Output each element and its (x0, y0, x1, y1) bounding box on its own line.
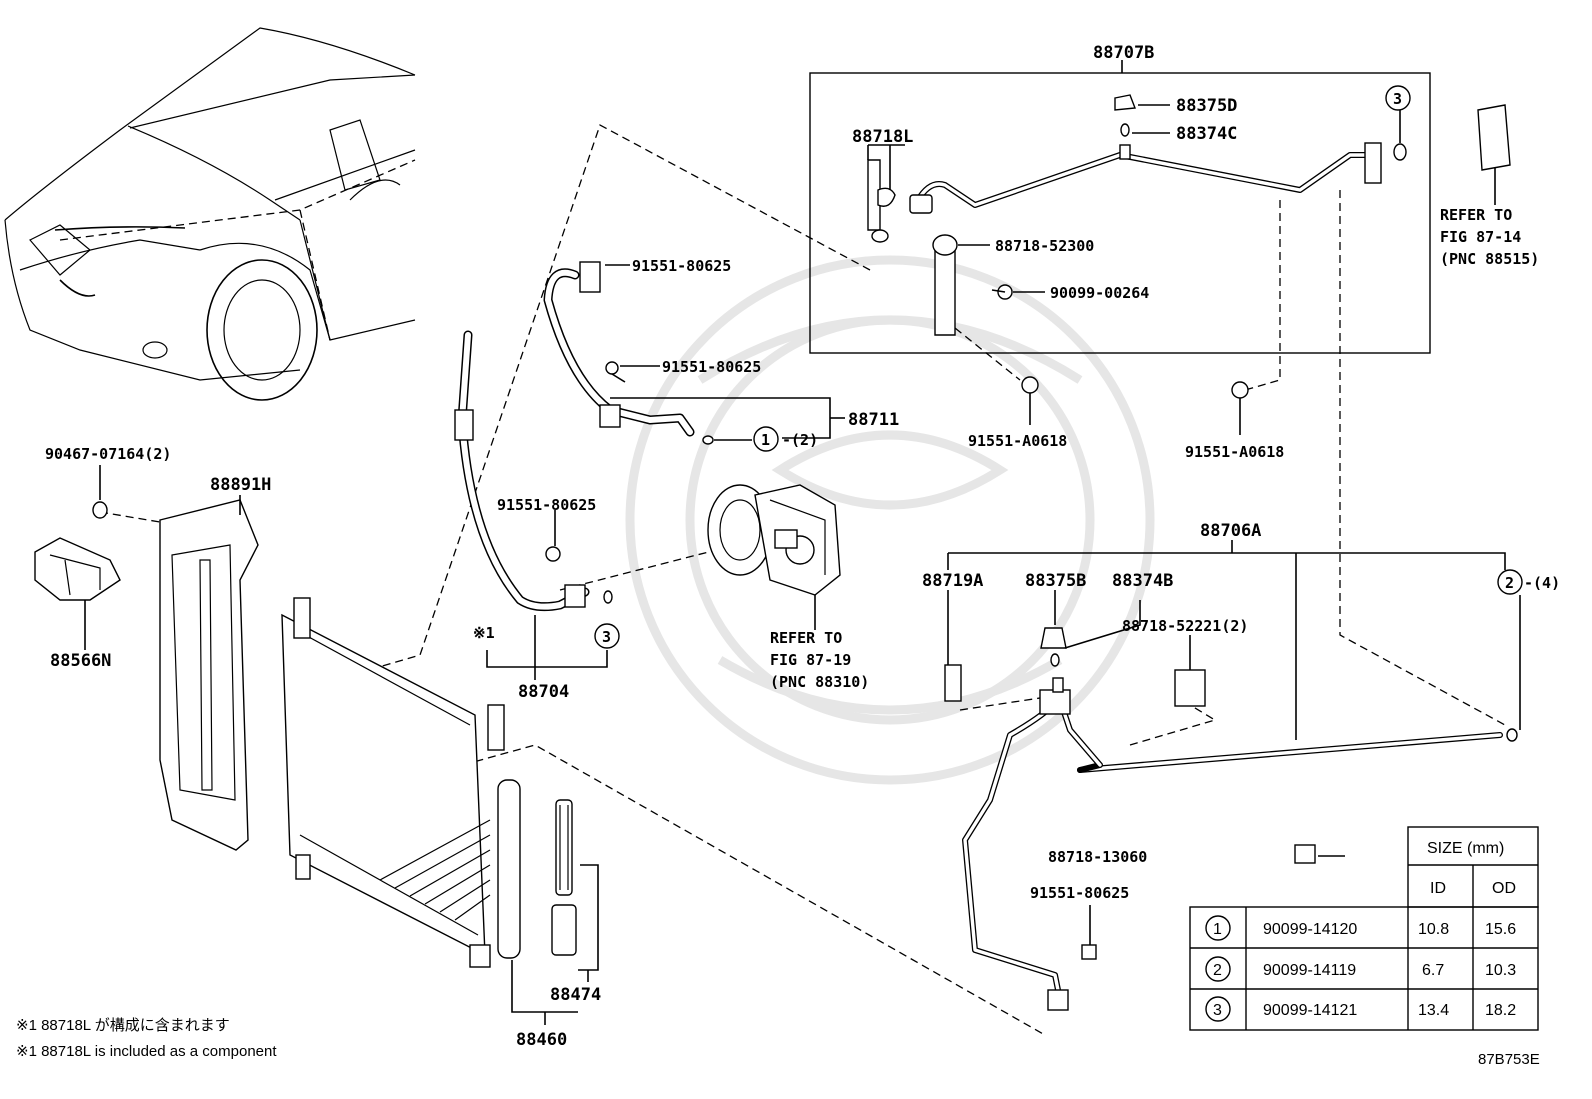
figure-code: 87B753E (1478, 1051, 1540, 1068)
compressor-illustration (707, 484, 841, 630)
refer-87-19-line3: (PNC 88310) (770, 673, 869, 691)
hose-88704 (454, 330, 613, 680)
label-91551-80625-b: 91551-80625 (662, 358, 761, 376)
label-88375B: 88375B (1025, 571, 1086, 591)
label-91551-80625-a: 91551-80625 (632, 257, 731, 275)
row-id: 10.8 (1418, 921, 1449, 938)
assembly-88707B-box (809, 60, 1511, 354)
circled-mark-3-mid: 3 (594, 623, 620, 649)
circled-mark-3-mid-text: 3 (602, 628, 611, 646)
row-mark: 3 (1213, 1002, 1222, 1019)
part-labels: 88707B 88375D 88374C 88718L 88718-52300 … (16, 43, 1560, 1068)
label-88711: 88711 (848, 410, 899, 430)
label-91551-80625-c: 91551-80625 (497, 496, 596, 514)
size-table-row: 2 90099-14119 6.7 10.3 (1205, 956, 1516, 982)
row-od: 18.2 (1485, 1002, 1516, 1019)
circled-mark-1-text: 1 (761, 431, 770, 449)
label-88375D: 88375D (1176, 96, 1237, 116)
mark-1-88704: ※1 (473, 624, 495, 642)
hose-88711 (543, 261, 845, 445)
watermark-logo (625, 255, 1155, 785)
row-part-number: 90099-14119 (1263, 962, 1356, 979)
assembly-88706A (944, 540, 1521, 1011)
label-88719A: 88719A (922, 571, 983, 591)
label-91551-A0618-b: 91551-A0618 (1185, 443, 1284, 461)
footnote-japanese: ※1 88718L が構成に含まれます (16, 1017, 230, 1034)
label-88718-52300: 88718-52300 (995, 237, 1094, 255)
refer-87-19-line2: FIG 87-19 (770, 651, 851, 669)
bracket-88891H (92, 465, 259, 851)
refer-87-14-line2: FIG 87-14 (1440, 228, 1521, 246)
refer-87-14-line3: (PNC 88515) (1440, 250, 1539, 268)
row-od: 10.3 (1485, 962, 1516, 979)
condenser-88460 (281, 597, 578, 1025)
label-88566N: 88566N (50, 651, 111, 671)
size-table-row: 3 90099-14121 13.4 18.2 (1205, 996, 1516, 1022)
size-table-header: SIZE (mm) (1427, 840, 1504, 857)
label-91551-A0618-a: 91551-A0618 (968, 432, 1067, 450)
label-88374B: 88374B (1112, 571, 1173, 591)
qty-2: -(2) (782, 431, 818, 449)
row-mark: 1 (1213, 921, 1222, 938)
label-88706A: 88706A (1200, 521, 1261, 541)
bolts-91551-A0618 (1021, 376, 1249, 435)
duct-88566N (34, 537, 121, 650)
label-91551-80625-d: 91551-80625 (1030, 884, 1129, 902)
row-od: 15.6 (1485, 921, 1516, 938)
label-88474: 88474 (550, 985, 601, 1005)
vehicle-outline-illustration (4, 27, 416, 401)
desiccant-88474 (551, 799, 599, 982)
circled-mark-2: 2 (1497, 569, 1523, 595)
refer-87-14-line1: REFER TO (1440, 206, 1512, 224)
label-88704: 88704 (518, 682, 569, 702)
size-table-row: 1 90099-14120 10.8 15.6 (1205, 915, 1516, 941)
label-88460: 88460 (516, 1030, 567, 1050)
circled-mark-2-text: 2 (1505, 574, 1514, 592)
size-table-col-id: ID (1430, 880, 1446, 897)
size-table-col-od: OD (1492, 880, 1516, 897)
label-88374C: 88374C (1176, 124, 1237, 144)
label-88718-52221: 88718-52221(2) (1122, 617, 1248, 635)
row-id: 13.4 (1418, 1002, 1449, 1019)
label-90099-00264: 90099-00264 (1050, 284, 1149, 302)
circled-mark-1: 1 (753, 426, 779, 452)
o-ring-size-table: SIZE (mm) ID OD 1 90099-14120 10.8 15.6 … (1189, 826, 1539, 1031)
row-id: 6.7 (1422, 962, 1444, 979)
qty-4: -(4) (1524, 574, 1560, 592)
refer-87-19-line1: REFER TO (770, 629, 842, 647)
label-90467-07164: 90467-07164(2) (45, 445, 171, 463)
footnote-english: ※1 88718L is included as a component (16, 1043, 277, 1060)
row-mark: 2 (1213, 962, 1222, 979)
row-part-number: 90099-14120 (1263, 921, 1357, 938)
label-88891H: 88891H (210, 475, 271, 495)
circled-mark-3-top-text: 3 (1393, 90, 1402, 108)
label-88718L: 88718L (852, 127, 913, 147)
label-88718-13060: 88718-13060 (1048, 848, 1147, 866)
label-88707B: 88707B (1093, 43, 1154, 63)
circled-mark-3-top: 3 (1385, 85, 1411, 111)
row-part-number: 90099-14121 (1263, 1002, 1357, 1019)
